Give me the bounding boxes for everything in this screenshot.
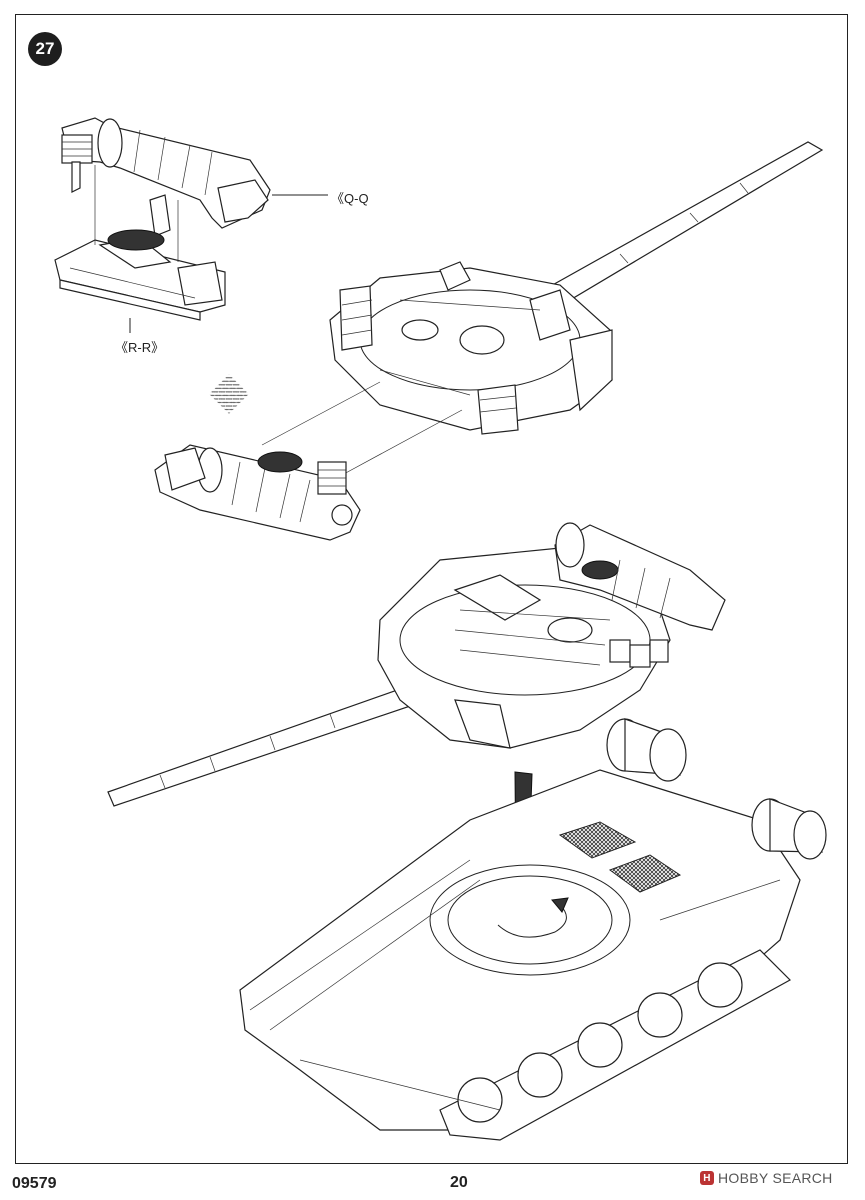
step-number: 27 xyxy=(35,39,55,58)
part-rr-base xyxy=(54,165,226,333)
watermark-text: HOBBY SEARCH xyxy=(718,1170,833,1186)
hobby-search-logo-icon: H xyxy=(700,1171,714,1185)
part-qq-snorkel-tube xyxy=(61,117,328,237)
callout-rr: 《R-R》 xyxy=(115,340,165,355)
step-number-badge: 27 xyxy=(28,32,62,66)
watermark: H HOBBY SEARCH xyxy=(700,1170,833,1186)
direction-mark xyxy=(209,374,249,414)
page-number: 20 xyxy=(450,1174,468,1191)
callout-qq: 《Q-Q xyxy=(331,191,369,206)
part-snorkel-assembly xyxy=(154,444,361,541)
turret-assembled xyxy=(107,522,726,807)
rotate-icon xyxy=(497,897,569,938)
page-frame xyxy=(15,14,848,1164)
tank-hull xyxy=(239,718,827,1141)
turret-upper xyxy=(329,141,824,435)
product-code: 09579 xyxy=(12,1175,57,1192)
